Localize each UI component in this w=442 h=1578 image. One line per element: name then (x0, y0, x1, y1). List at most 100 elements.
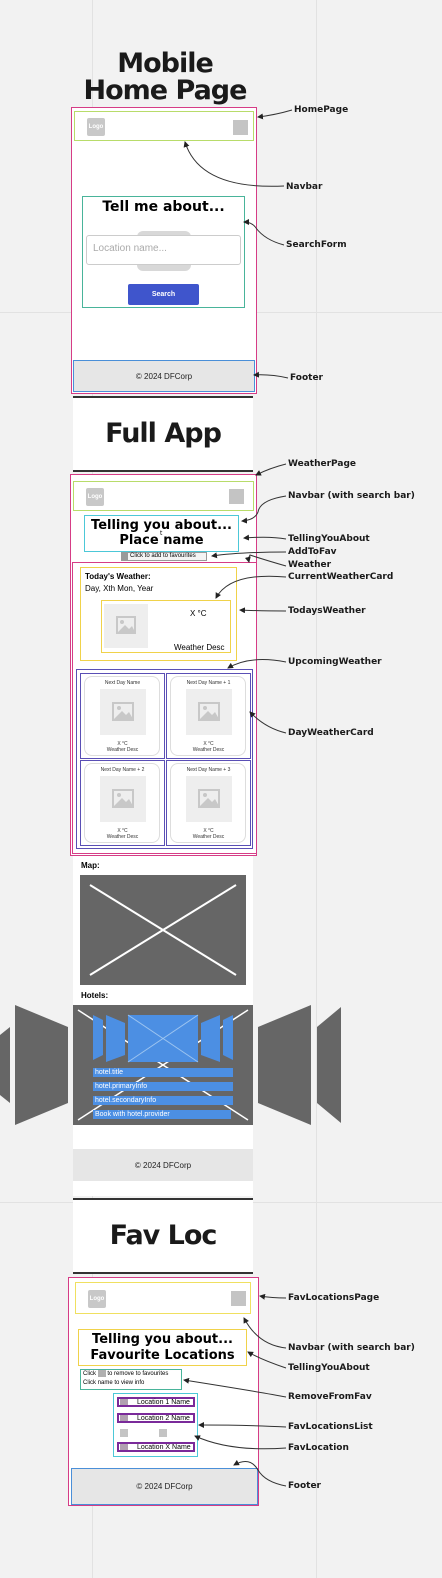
map-placeholder[interactable] (80, 875, 246, 985)
map-label: Map: (81, 861, 100, 870)
hotel-secondary-info: hotel.secondaryInfo (93, 1096, 233, 1105)
annotation-favlocationspage: FavLocationsPage (288, 1293, 380, 1303)
search-button[interactable]: Search (128, 284, 199, 305)
fav-location-name[interactable]: Location 2 Name (137, 1415, 190, 1422)
home-title-line2: Home Page (83, 75, 248, 106)
day-weather-card: Next Day Name X °C Weather Desc (80, 673, 165, 759)
day-name: Next Day Name + 1 (186, 680, 231, 686)
day-temp: X °C (117, 828, 128, 834)
annotation-tellingyouabout-2: TellingYouAbout (288, 1363, 370, 1373)
ellipsis-placeholder (159, 1429, 167, 1437)
day-weather-card: Next Day Name + 2 X °C Weather Desc (80, 760, 165, 846)
annotation-addtofav: AddToFav (288, 547, 337, 557)
weather-image-icon (104, 604, 148, 648)
logo[interactable]: Logo (87, 118, 105, 136)
day-weather-image-icon (100, 776, 146, 822)
hotel-book-button[interactable]: Book with hotel.provider (93, 1110, 231, 1119)
fav-title-card: Fav Loc (73, 1198, 253, 1274)
search-input[interactable]: Location name... (86, 235, 241, 265)
fav-loc-title: Fav Loc (109, 1220, 218, 1251)
annotation-todaysweather: TodaysWeather (288, 606, 366, 616)
current-weather-card: Today's Weather: Day, Xth Mon, Year X °C… (80, 567, 237, 661)
telling-line1: Telling you about... (91, 518, 232, 533)
map-hotels-area: Map: Hotels: hotel.title hotel.primaryIn… (73, 856, 253, 1196)
fav-location-name[interactable]: Location 1 Name (137, 1399, 190, 1406)
remove-toggle-icon[interactable] (120, 1444, 128, 1450)
divider (73, 470, 253, 472)
fav-location-name[interactable]: Location X Name (137, 1444, 191, 1451)
divider (73, 1198, 253, 1200)
day-temp: X °C (117, 741, 128, 747)
remove-toggle-icon[interactable] (97, 1370, 106, 1377)
full-app-title: Full App (105, 418, 222, 449)
day-card-inner (170, 763, 246, 843)
divider (73, 1272, 253, 1274)
place-name: Place name (119, 533, 204, 548)
annotation-footer-2: Footer (288, 1481, 321, 1491)
search-form: Tell me about... Location name... Search (82, 196, 245, 308)
day-temp: X °C (203, 828, 214, 834)
remove-hint: Click name to view info (83, 1380, 145, 1387)
day-temp: X °C (203, 741, 214, 747)
fav-location-item[interactable]: Location X Name (117, 1442, 195, 1452)
annotation-searchform: SearchForm (286, 240, 347, 250)
fav-locations-list: Location 1 Name Location 2 Name Location… (113, 1393, 198, 1457)
annotation-homepage: HomePage (294, 105, 349, 115)
annotation-favlocationslist: FavLocationsList (288, 1422, 373, 1432)
menu-icon[interactable] (231, 1291, 246, 1306)
hotels-label: Hotels: (81, 991, 109, 1000)
fav-location-item[interactable]: Location 2 Name (117, 1413, 195, 1423)
annotation-favlocation: FavLocation (288, 1443, 349, 1453)
annotation-footer: Footer (290, 373, 323, 383)
ellipsis-placeholder (120, 1429, 128, 1437)
day-weather-image-icon (186, 776, 232, 822)
add-to-fav[interactable]: Click to add to favourites (121, 552, 207, 561)
weather-frame (72, 562, 257, 854)
home-section-title: Mobile Home Page (60, 50, 270, 104)
search-heading: Tell me about... (102, 199, 225, 215)
home-footer: © 2024 DFCorp (73, 360, 255, 392)
day-weather-card: Next Day Name + 3 X °C Weather Desc (166, 760, 251, 846)
todays-title: Today's Weather: (85, 572, 151, 581)
stray-text: t (160, 530, 163, 537)
home-navbar: Logo (74, 111, 254, 141)
annotation-removefromfav: RemoveFromFav (288, 1392, 372, 1402)
day-desc: Weather Desc (192, 747, 225, 753)
todays-weather: X °C Weather Desc (101, 600, 231, 653)
grid-line (316, 0, 317, 1578)
today-desc: Weather Desc (174, 643, 225, 652)
day-name: Next Day Name + 2 (100, 767, 145, 773)
annotation-navbar-search: Navbar (with search bar) (288, 491, 415, 501)
weather-footer: © 2024 DFCorp (73, 1149, 253, 1181)
fav-location-item[interactable]: Location 1 Name (117, 1397, 195, 1407)
hotel-carousel[interactable]: hotel.title hotel.primaryInfo hotel.seco… (73, 1005, 253, 1125)
full-app-title-card: Full App (73, 396, 253, 472)
day-card-inner (84, 763, 160, 843)
annotation-tellingyouabout: TellingYouAbout (288, 534, 370, 544)
day-desc: Weather Desc (192, 834, 225, 840)
hotel-title[interactable]: hotel.title (93, 1068, 233, 1077)
annotation-navbar: Navbar (286, 182, 323, 192)
day-card-inner (170, 676, 246, 756)
day-desc: Weather Desc (106, 747, 139, 753)
divider (73, 396, 253, 398)
day-weather-image-icon (186, 689, 232, 735)
date-line: Day, Xth Mon, Year (85, 584, 154, 593)
fav-toggle-icon[interactable] (122, 553, 128, 560)
menu-icon[interactable] (233, 120, 248, 135)
remove-toggle-icon[interactable] (120, 1415, 128, 1421)
hotel-primary-info: hotel.primaryInfo (93, 1082, 233, 1091)
day-weather-card: Next Day Name + 1 X °C Weather Desc (166, 673, 251, 759)
logo[interactable]: Logo (88, 1290, 106, 1308)
menu-icon[interactable] (229, 489, 244, 504)
day-name: Next Day Name + 3 (186, 767, 231, 773)
logo[interactable]: Logo (86, 488, 104, 506)
fav-telling-you-about: Telling you about... Favourite Locations (78, 1329, 247, 1366)
remove-text-b: to remove to favourites (107, 1371, 169, 1378)
home-title-line1: Mobile (117, 48, 214, 79)
remove-toggle-icon[interactable] (120, 1399, 128, 1405)
annotation-upcomingweather: UpcomingWeather (288, 657, 382, 667)
day-weather-image-icon (100, 689, 146, 735)
remove-from-fav: Click to remove to favourites Click name… (80, 1369, 182, 1390)
annotation-weather: Weather (288, 560, 332, 570)
